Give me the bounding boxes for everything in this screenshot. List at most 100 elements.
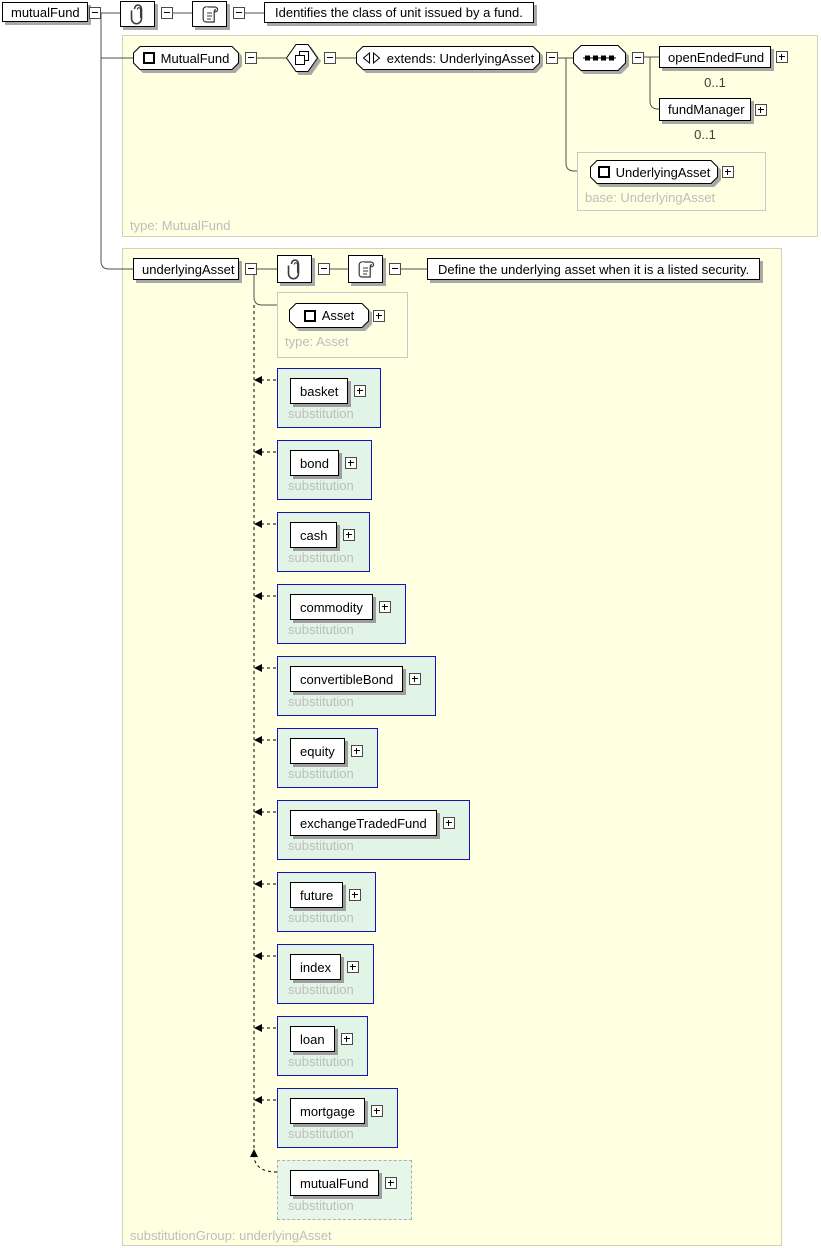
paperclip-icon [130,3,146,25]
expand-icon[interactable] [340,1033,353,1045]
complex-type-icon [597,166,610,178]
substitution-member-equity: equity substitution [277,728,378,788]
expand-icon[interactable] [442,817,455,829]
element-name: mutualFund [300,1175,369,1191]
element-box-index[interactable]: index [290,954,342,980]
collapse-icon[interactable] [389,263,401,275]
element-name: loan [300,1031,325,1047]
element-name: cash [300,527,328,543]
expand-icon[interactable] [370,1105,383,1117]
base-type-shape[interactable]: UnderlyingAsset [590,160,718,184]
collapse-icon[interactable] [245,52,257,64]
substitution-caption: substitution [288,622,354,637]
element-box-mutualfund[interactable]: mutualFund [2,2,88,22]
cardinality-label: 0..1 [704,75,726,90]
collapse-icon[interactable] [245,263,257,275]
substitution-caption: substitution [288,694,354,709]
documentation-text: Define the underlying asset when it is a… [438,261,750,277]
substitution-member-loan: loan substitution [277,1016,368,1076]
base-type-panel [577,152,766,211]
expand-icon[interactable] [347,961,360,973]
annotation-box[interactable] [120,1,155,27]
complex-type-shape[interactable]: MutualFund [133,46,239,70]
element-name: fundManager [668,102,745,117]
expand-icon[interactable] [354,385,367,397]
substitution-member-mutualFund: mutualFund substitution [277,1160,412,1220]
documentation-box[interactable] [348,255,383,283]
element-box-fundmanager[interactable]: fundManager [659,98,751,121]
expand-icon[interactable] [350,745,363,757]
expand-icon[interactable] [409,673,422,685]
element-name: future [300,887,334,903]
head-type-footer: type: Asset [285,334,349,349]
substitution-caption: substitution [288,1198,354,1213]
head-type-panel [277,292,408,358]
documentation-text: Identifies the class of unit issued by a… [275,5,523,20]
expand-icon[interactable] [755,104,767,116]
expand-icon[interactable] [378,601,391,613]
collapse-icon[interactable] [324,52,336,64]
expand-icon[interactable] [722,166,734,178]
sequence-shape[interactable] [573,45,626,71]
element-box-basket[interactable]: basket [290,378,349,404]
type-footer-label: type: MutualFund [130,218,231,233]
collapse-icon[interactable] [89,7,101,19]
expand-icon[interactable] [384,1177,397,1189]
substitution-caption: substitution [288,766,354,781]
collapse-icon[interactable] [318,263,330,275]
substitution-member-commodity: commodity substitution [277,584,406,644]
element-box-openendedfund[interactable]: openEndedFund [659,46,771,68]
element-box-equity[interactable]: equity [290,738,345,764]
element-name: convertibleBond [300,671,394,687]
element-box-mutualFund[interactable]: mutualFund [290,1170,379,1196]
collapse-icon[interactable] [546,52,558,64]
substitution-caption: substitution [288,910,354,925]
paperclip-icon [287,258,303,280]
substitution-caption: substitution [288,550,354,565]
head-type-name: Asset [321,308,355,323]
substitution-member-bond: bond substitution [277,440,372,500]
expand-icon[interactable] [344,457,357,469]
element-box-loan[interactable]: loan [290,1026,335,1052]
expand-icon[interactable] [373,310,385,322]
element-box-underlyingasset[interactable]: underlyingAsset [133,258,239,280]
type-name: MutualFund [160,50,230,66]
scroll-icon [356,259,376,279]
substitution-caption: substitution [288,982,354,997]
collapse-icon[interactable] [632,52,644,64]
element-box-convertibleBond[interactable]: convertibleBond [290,666,404,692]
substitution-member-future: future substitution [277,872,377,932]
substitution-caption: substitution [288,1054,354,1069]
element-box-mortgage[interactable]: mortgage [290,1098,365,1124]
element-name: mortgage [300,1103,355,1119]
scroll-icon [200,4,220,24]
annotation-box[interactable] [277,255,312,283]
collapse-icon[interactable] [161,7,173,19]
head-type-shape[interactable]: Asset [289,303,369,328]
documentation-box[interactable] [192,1,227,27]
substitution-member-basket: basket substitution [277,368,382,428]
expand-icon[interactable] [776,51,788,63]
element-name: openEndedFund [668,49,765,65]
complex-content-shape[interactable] [286,44,318,72]
derivation-icon [294,50,310,66]
expand-icon[interactable] [343,529,356,541]
element-box-future[interactable]: future [290,882,344,908]
expand-icon[interactable] [349,889,362,901]
element-box-bond[interactable]: bond [290,450,339,476]
substitution-group-footer: substitutionGroup: underlyingAsset [130,1228,332,1243]
element-name: exchangeTradedFund [300,815,427,831]
element-name: mutualFund [11,4,80,20]
element-box-commodity[interactable]: commodity [290,594,373,620]
element-box-cash[interactable]: cash [290,522,338,548]
substitution-member-convertibleBond: convertibleBond substitution [277,656,437,716]
element-name: underlyingAsset [142,261,235,277]
substitution-caption: substitution [288,406,354,421]
element-box-exchangeTradedFund[interactable]: exchangeTradedFund [290,810,437,836]
collapse-icon[interactable] [233,7,245,19]
extension-shape[interactable]: extends: UnderlyingAsset [356,46,540,70]
substitution-caption: substitution [288,478,354,493]
